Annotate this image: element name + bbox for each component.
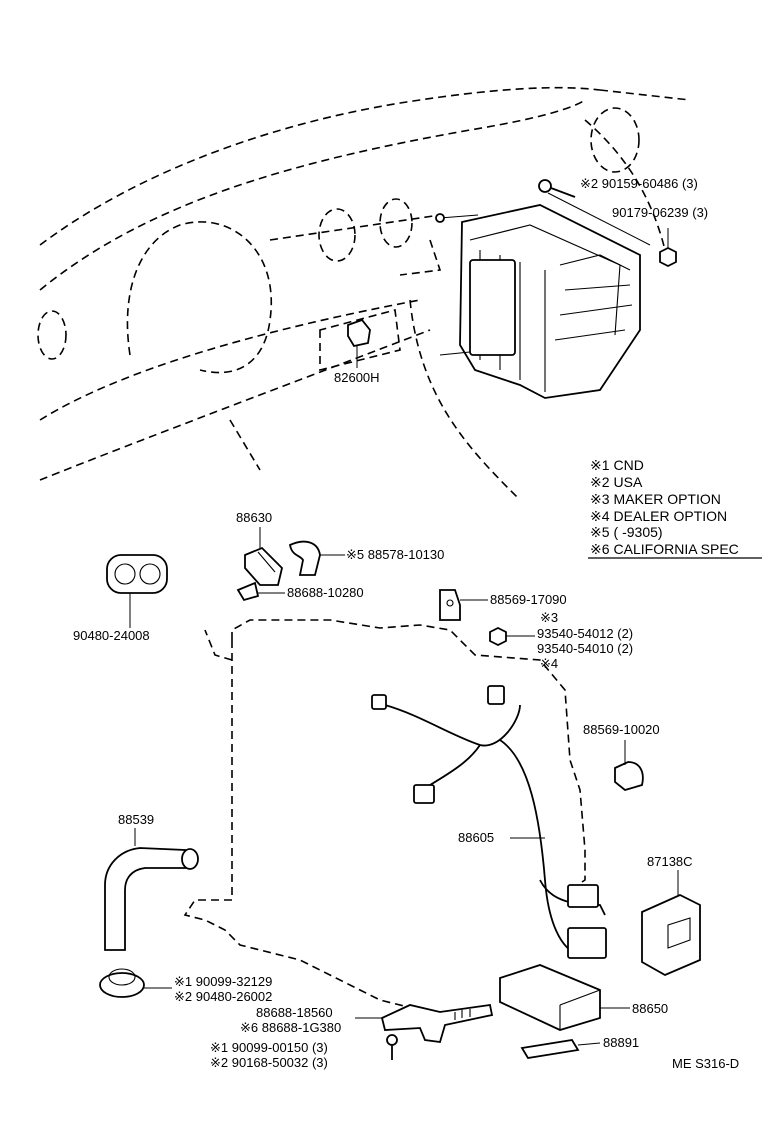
- wire-harness-icon: [371, 685, 607, 959]
- amplifier-icon: [499, 964, 601, 1031]
- grommet-bottom-icon: [99, 968, 145, 998]
- legend-text-5: ( -9305): [614, 524, 663, 540]
- clamp-icon: [288, 540, 321, 576]
- label-clip: 88688-10280: [287, 585, 364, 600]
- label-nut: 90179-06239 (3): [612, 205, 708, 220]
- label-mark-3: ※3: [540, 610, 558, 625]
- label-sensor: 88630: [236, 510, 272, 525]
- label-plate: 88891: [603, 1035, 639, 1050]
- legend-mark-3: ※3: [590, 491, 610, 507]
- label-grommet-top: 90480-24008: [73, 628, 150, 643]
- label-harness: 88605: [458, 830, 494, 845]
- reference-code: ME S316-D: [672, 1056, 739, 1071]
- label-amplifier: 88650: [632, 1001, 668, 1016]
- svg-text:※5( -9305): ※5( -9305): [590, 524, 663, 540]
- label-mark-4: ※4: [540, 656, 558, 671]
- label-bracket-18560: 88688-18560: [256, 1005, 333, 1020]
- label-clamp: ※5 88578-10130: [346, 547, 444, 562]
- legend-text-4: DEALER OPTION: [614, 508, 728, 524]
- bracket-18560-icon: [380, 1003, 494, 1043]
- label-grommet-usa: ※2 90480-26002: [174, 989, 272, 1004]
- legend-mark-5: ※5: [590, 524, 610, 540]
- label-bracket-17090: 88569-17090: [490, 592, 567, 607]
- duct-outline: [183, 619, 586, 1011]
- label-hose: 88539: [118, 812, 154, 827]
- clip-icon: [236, 581, 260, 602]
- label-nut-54012: 93540-54012 (2): [537, 626, 633, 641]
- legend-mark-1: ※1: [590, 457, 610, 473]
- bracket-10020-icon: [614, 761, 644, 791]
- nut-icon: [659, 246, 677, 268]
- legend-mark-6: ※6: [590, 541, 610, 557]
- legend-text-6: CALIFORNIA SPEC: [614, 541, 739, 557]
- legend-text-2: USA: [614, 474, 643, 490]
- label-switch: 82600H: [334, 370, 380, 385]
- legend-mark-2: ※2: [590, 474, 610, 490]
- cooling-unit: [435, 204, 641, 399]
- legend-text-3: MAKER OPTION: [614, 491, 721, 507]
- resistor-icon: [641, 894, 701, 977]
- label-screw-usa: ※2 90168-50032 (3): [210, 1055, 328, 1070]
- screw-icon: [386, 1034, 398, 1060]
- switch-icon: [347, 318, 371, 348]
- label-nut-54010: 93540-54010 (2): [537, 641, 633, 656]
- label-plate-icon: [520, 1039, 580, 1059]
- sensor-icon: [244, 546, 283, 586]
- hose-icon: [104, 847, 199, 951]
- nut-small-icon: [489, 626, 507, 647]
- label-resistor: 87138C: [647, 854, 693, 869]
- grommet-icon: [106, 554, 168, 594]
- dashboard-outline: [37, 86, 691, 501]
- legend-mark-4: ※4: [590, 508, 610, 524]
- label-grommet-cnd: ※1 90099-32129: [174, 974, 272, 989]
- label-bracket-1g380: ※6 88688-1G380: [240, 1020, 341, 1035]
- legend-text-1: CND: [614, 457, 644, 473]
- label-bolt-usa: ※2 90159-60486 (3): [580, 176, 698, 191]
- label-bracket-10020: 88569-10020: [583, 722, 660, 737]
- bolt-icon: [538, 179, 576, 198]
- label-screw-cnd: ※1 90099-00150 (3): [210, 1040, 328, 1055]
- bracket-icon: [439, 589, 461, 621]
